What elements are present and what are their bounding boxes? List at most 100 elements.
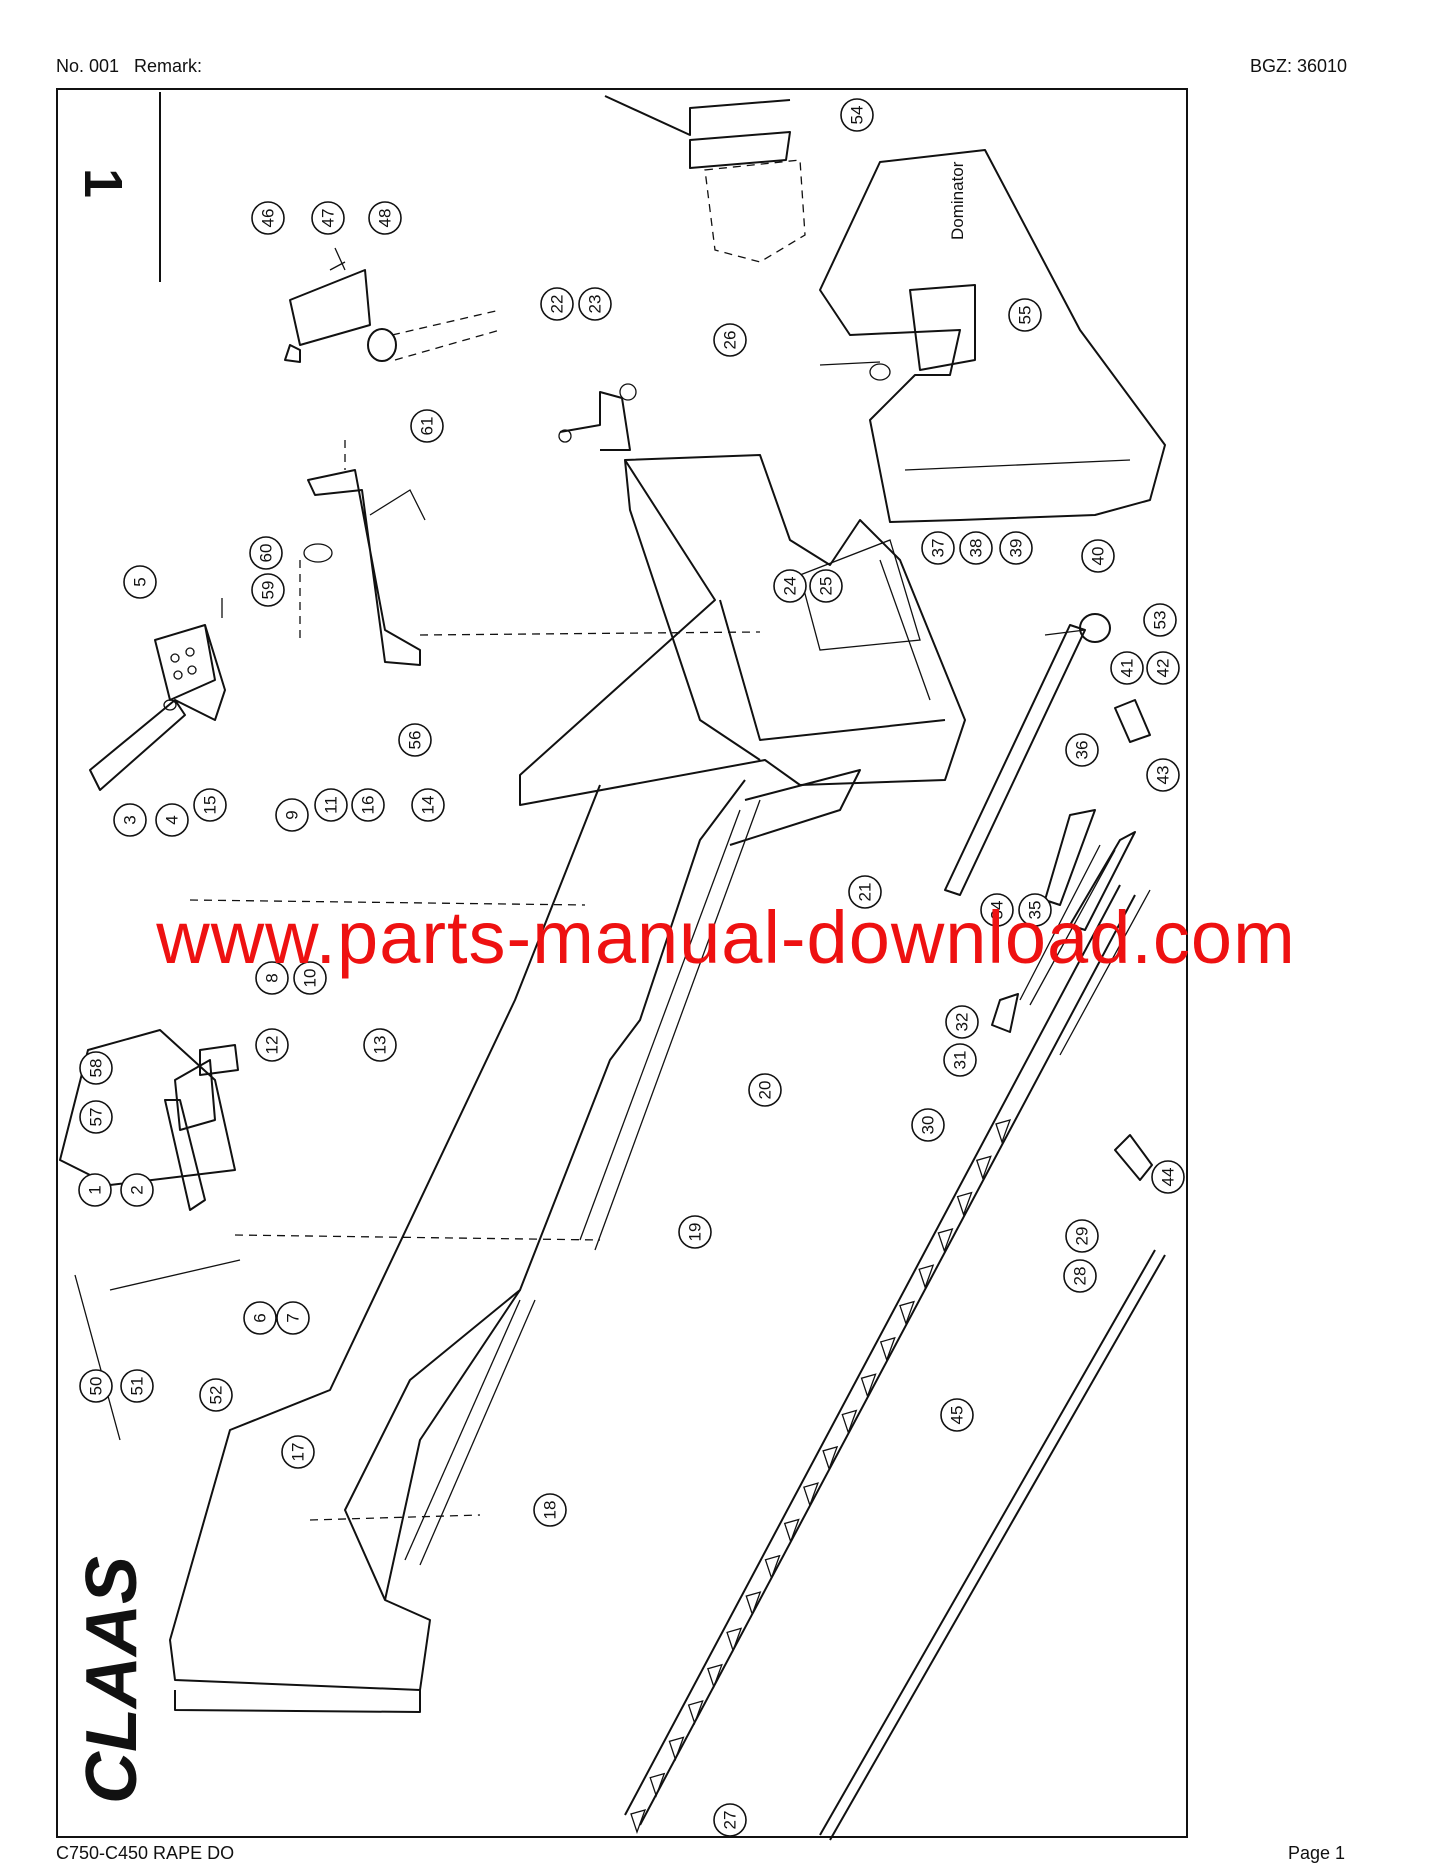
callout-17: 17 xyxy=(281,1435,315,1469)
callout-label: 13 xyxy=(371,1036,390,1055)
callout-circle xyxy=(120,1369,154,1403)
callout-59: 59 xyxy=(251,573,285,607)
callout-44: 44 xyxy=(1151,1160,1185,1194)
callout-label: 30 xyxy=(919,1116,938,1135)
callout-3: 3 xyxy=(113,803,147,837)
callout-label: 39 xyxy=(1007,539,1026,558)
callout-6: 6 xyxy=(243,1301,277,1335)
callout-label: 56 xyxy=(406,731,425,750)
callout-circle xyxy=(1063,1259,1097,1293)
callout-circle xyxy=(1110,651,1144,685)
callout-label: 38 xyxy=(967,539,986,558)
callout-circle xyxy=(351,788,385,822)
callout-circle xyxy=(1065,733,1099,767)
knife-section xyxy=(726,1627,743,1653)
callout-51: 51 xyxy=(120,1369,154,1403)
knife-section xyxy=(975,1155,992,1181)
callout-circle xyxy=(398,723,432,757)
callout-15: 15 xyxy=(193,788,227,822)
callout-label: 21 xyxy=(856,883,875,902)
callout-circle xyxy=(155,803,189,837)
callout-circle xyxy=(1008,298,1042,332)
callout-circle xyxy=(773,569,807,603)
callout-label: 60 xyxy=(257,544,276,563)
drawing-frame xyxy=(56,88,1188,1838)
callout-circle xyxy=(748,1073,782,1107)
brand-logo-text: CLAAS xyxy=(72,1556,152,1804)
callout-11: 11 xyxy=(314,788,348,822)
header-bgz: BGZ: 36010 xyxy=(1250,56,1348,76)
callout-circle xyxy=(1143,603,1177,637)
knife-section xyxy=(803,1482,819,1508)
callout-circle xyxy=(940,1398,974,1432)
callout-label: 15 xyxy=(201,796,220,815)
callout-label: 23 xyxy=(586,295,605,314)
callout-label: 29 xyxy=(1073,1227,1092,1246)
callout-23: 23 xyxy=(578,287,612,321)
callout-label: 31 xyxy=(951,1051,970,1070)
callout-46: 46 xyxy=(251,201,285,235)
callout-circle xyxy=(276,1301,310,1335)
callout-circle xyxy=(533,1493,567,1527)
callout-circle xyxy=(113,803,147,837)
callout-32: 32 xyxy=(945,1005,979,1039)
callout-label: 18 xyxy=(541,1501,560,1520)
callout-label: 32 xyxy=(953,1013,972,1032)
callout-30: 30 xyxy=(911,1108,945,1142)
callout-40: 40 xyxy=(1081,539,1115,573)
callout-circle xyxy=(368,201,402,235)
callout-5: 5 xyxy=(123,565,157,599)
callout-38: 38 xyxy=(959,531,993,565)
callout-8: 8 xyxy=(255,961,289,995)
callout-label: 40 xyxy=(1089,547,1108,566)
callout-9: 9 xyxy=(275,798,309,832)
callout-61: 61 xyxy=(410,409,444,443)
callout-label: 50 xyxy=(87,1377,106,1396)
knife-section xyxy=(937,1227,954,1253)
callout-label: 12 xyxy=(263,1036,282,1055)
callout-19: 19 xyxy=(678,1215,712,1249)
callout-50: 50 xyxy=(79,1369,113,1403)
callout-circle xyxy=(1065,1219,1099,1253)
footer-page: Page 1 xyxy=(1288,1843,1346,1863)
callout-25: 25 xyxy=(809,569,843,603)
callout-circle xyxy=(411,788,445,822)
callout-39: 39 xyxy=(999,531,1033,565)
callout-circle xyxy=(79,1100,113,1134)
callout-45: 45 xyxy=(940,1398,974,1432)
knife-section xyxy=(687,1700,704,1726)
callout-label: 1 xyxy=(86,1185,105,1194)
callout-36: 36 xyxy=(1065,733,1099,767)
callout-60: 60 xyxy=(249,536,283,570)
callout-circle xyxy=(123,565,157,599)
callout-56: 56 xyxy=(398,723,432,757)
callout-22: 22 xyxy=(540,287,574,321)
callout-14: 14 xyxy=(411,788,445,822)
knife-section xyxy=(630,1809,647,1834)
callout-circle xyxy=(314,788,348,822)
callout-53: 53 xyxy=(1143,603,1177,637)
callout-label: 20 xyxy=(756,1081,775,1100)
callout-circle xyxy=(249,536,283,570)
callout-circle xyxy=(980,893,1014,927)
footer-model: C750-C450 RAPE DO xyxy=(56,1843,235,1863)
knife-section xyxy=(707,1663,723,1689)
callout-4: 4 xyxy=(155,803,189,837)
callout-circle xyxy=(251,573,285,607)
callout-label: 46 xyxy=(259,209,278,228)
callout-label: 52 xyxy=(207,1386,226,1405)
callout-label: 4 xyxy=(163,815,182,824)
callout-label: 8 xyxy=(263,973,282,982)
callout-label: 34 xyxy=(988,901,1007,920)
callout-43: 43 xyxy=(1146,758,1180,792)
callout-label: 47 xyxy=(319,209,338,228)
callout-label: 10 xyxy=(301,969,320,988)
callout-circle xyxy=(78,1173,112,1207)
callout-54: 54 xyxy=(840,98,874,132)
callout-10: 10 xyxy=(293,961,327,995)
callout-circle xyxy=(255,961,289,995)
callout-27: 27 xyxy=(713,1803,747,1837)
callout-circle xyxy=(293,961,327,995)
callout-29: 29 xyxy=(1065,1219,1099,1253)
callout-label: 24 xyxy=(781,577,800,596)
